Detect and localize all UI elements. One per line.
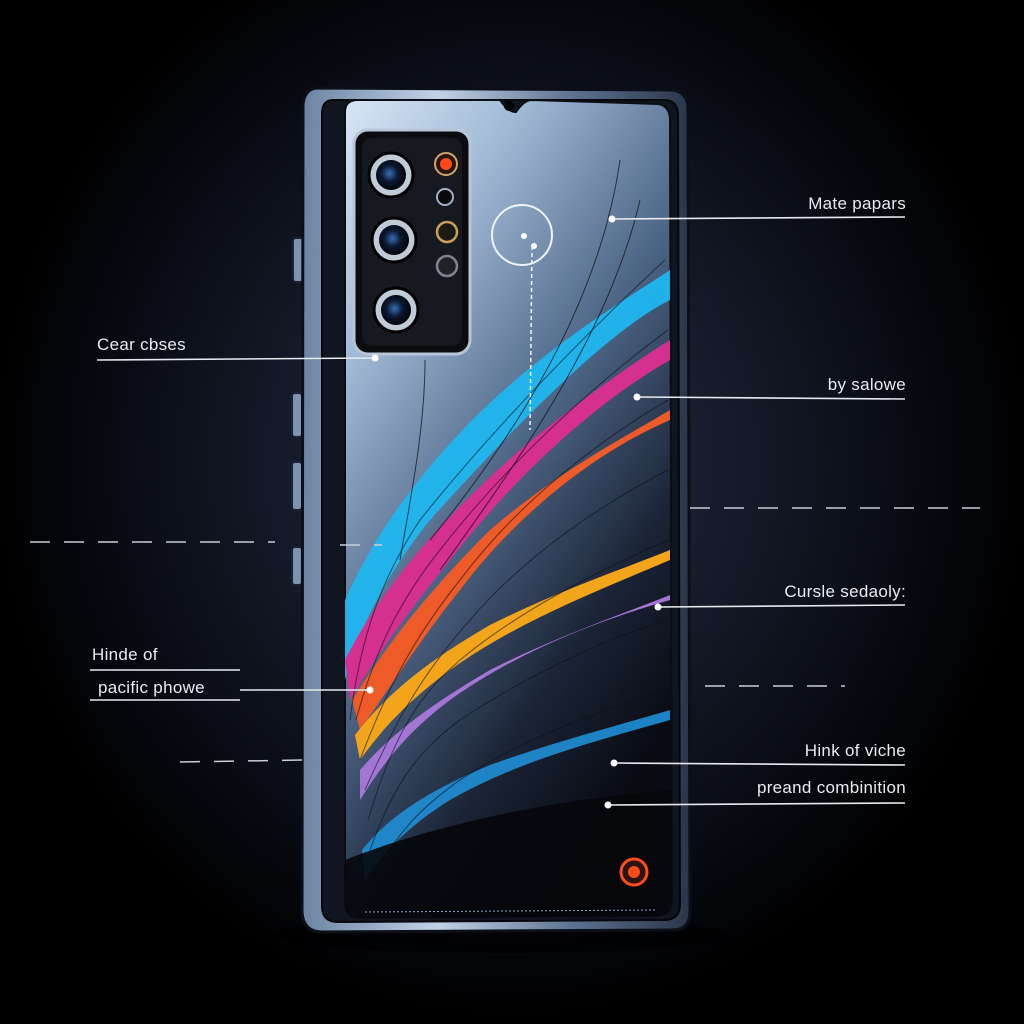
callout-hinde-of: Hinde of xyxy=(92,645,158,664)
wave-pattern xyxy=(345,159,672,918)
callout-cursle-sedaoly: Cursle sedaoly: xyxy=(784,582,906,601)
callout-preand-combinition: preand combinition xyxy=(756,778,906,797)
callout-pacific-phowe: pacific phowe xyxy=(98,678,205,697)
callout-cear-cases: Cear cbses xyxy=(97,335,186,354)
callout-by-salowe: by salowe xyxy=(827,375,906,394)
callout-mate-papers: Mate papars xyxy=(808,194,906,213)
camera-module xyxy=(352,128,472,356)
callout-hink-of-viche: Hink of viche xyxy=(804,741,906,760)
